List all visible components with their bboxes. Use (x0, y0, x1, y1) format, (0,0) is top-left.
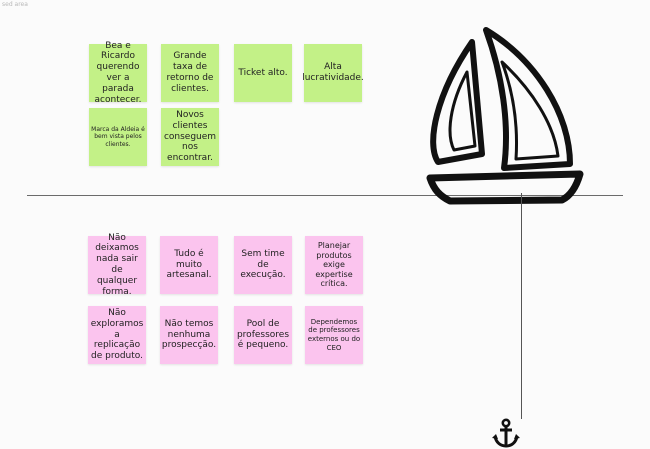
sticky-note-text: Ticket alto. (238, 67, 288, 78)
anchor-icon[interactable] (490, 417, 522, 449)
anchor-arms (493, 435, 519, 448)
anchor-fluke-right (514, 434, 520, 439)
sticky-note-text: Não temos nenhuma prospecção. (161, 318, 217, 351)
sticky-note-green[interactable]: Alta lucratividade. (302, 44, 364, 102)
sticky-note-text: Marca da Aldeia é bem vista pelos client… (91, 125, 145, 148)
sticky-note-pink[interactable]: Tudo é muito artesanal. (160, 236, 218, 294)
sticky-note-pink[interactable]: Pool de professores é pequeno. (234, 306, 292, 364)
sailboat-icon[interactable] (420, 24, 590, 209)
sticky-note-green[interactable]: Grande taxa de retorno de clientes. (161, 44, 219, 102)
sticky-note-text: Alta lucratividade. (302, 62, 364, 83)
sticky-note-text: Novos clientes conseguem nos encontrar. (163, 110, 217, 164)
area-label: sed area (2, 1, 28, 8)
sticky-note-pink[interactable]: Dependemos de professores externos ou do… (305, 306, 363, 364)
sticky-note-green[interactable]: Marca da Aldeia é bem vista pelos client… (89, 108, 147, 166)
sticky-note-text: Grande taxa de retorno de clientes. (166, 51, 214, 94)
anchor-rope (521, 193, 522, 419)
sticky-note-text: Pool de professores é pequeno. (236, 318, 290, 351)
sticky-note-text: Sem time de execução. (240, 248, 286, 281)
sticky-note-green[interactable]: Ticket alto. (234, 44, 292, 102)
boat-hull (426, 170, 584, 205)
sticky-note-text: Planejar produtos exige expertise crític… (315, 241, 353, 289)
sticky-note-pink[interactable]: Não exploramos a replicação de produto. (88, 306, 146, 364)
main-sail (430, 39, 485, 165)
anchor-fluke-left (492, 434, 498, 439)
anchor-ring (501, 418, 511, 428)
sticky-note-text: Tudo é muito artesanal. (166, 248, 212, 281)
sticky-note-text: Não deixamos nada sair de qualquer forma… (95, 232, 139, 297)
sticky-note-text: Não exploramos a replicação de produto. (90, 308, 144, 362)
jib-sail (483, 27, 573, 171)
sticky-note-pink[interactable]: Não deixamos nada sair de qualquer forma… (88, 233, 146, 297)
jib-sail-inner (500, 60, 560, 161)
sticky-note-text: Bea e Ricardo querendo ver a parada acon… (94, 40, 142, 105)
sticky-note-text: Dependemos de professores externos ou do… (307, 317, 361, 352)
sticky-note-pink[interactable]: Não temos nenhuma prospecção. (160, 306, 218, 364)
waterline-divider (27, 195, 623, 196)
sticky-note-green[interactable]: Bea e Ricardo querendo ver a parada acon… (89, 41, 147, 105)
sticky-note-pink[interactable]: Sem time de execução. (234, 236, 292, 294)
main-sail-inner (448, 70, 477, 152)
sticky-note-green[interactable]: Novos clientes conseguem nos encontrar. (161, 108, 219, 166)
sticky-note-pink[interactable]: Planejar produtos exige expertise crític… (305, 236, 363, 294)
